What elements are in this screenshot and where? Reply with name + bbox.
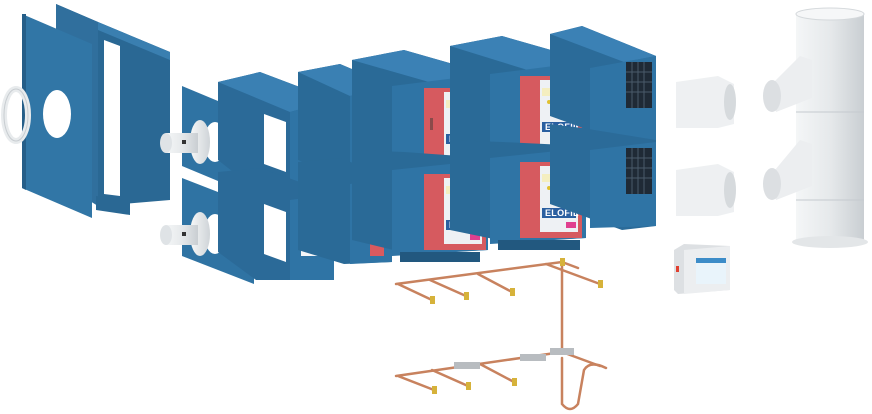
wash-piping-fittings [430, 258, 603, 394]
control-panel [674, 244, 730, 294]
outlet-plenums [550, 26, 656, 230]
collector-duct [763, 7, 868, 248]
brand-label: ELOFIL [545, 208, 579, 218]
duct-adapters [676, 76, 736, 216]
inlet-panel [1, 4, 170, 218]
wash-piping [394, 260, 608, 411]
pipe-brackets [454, 348, 574, 369]
